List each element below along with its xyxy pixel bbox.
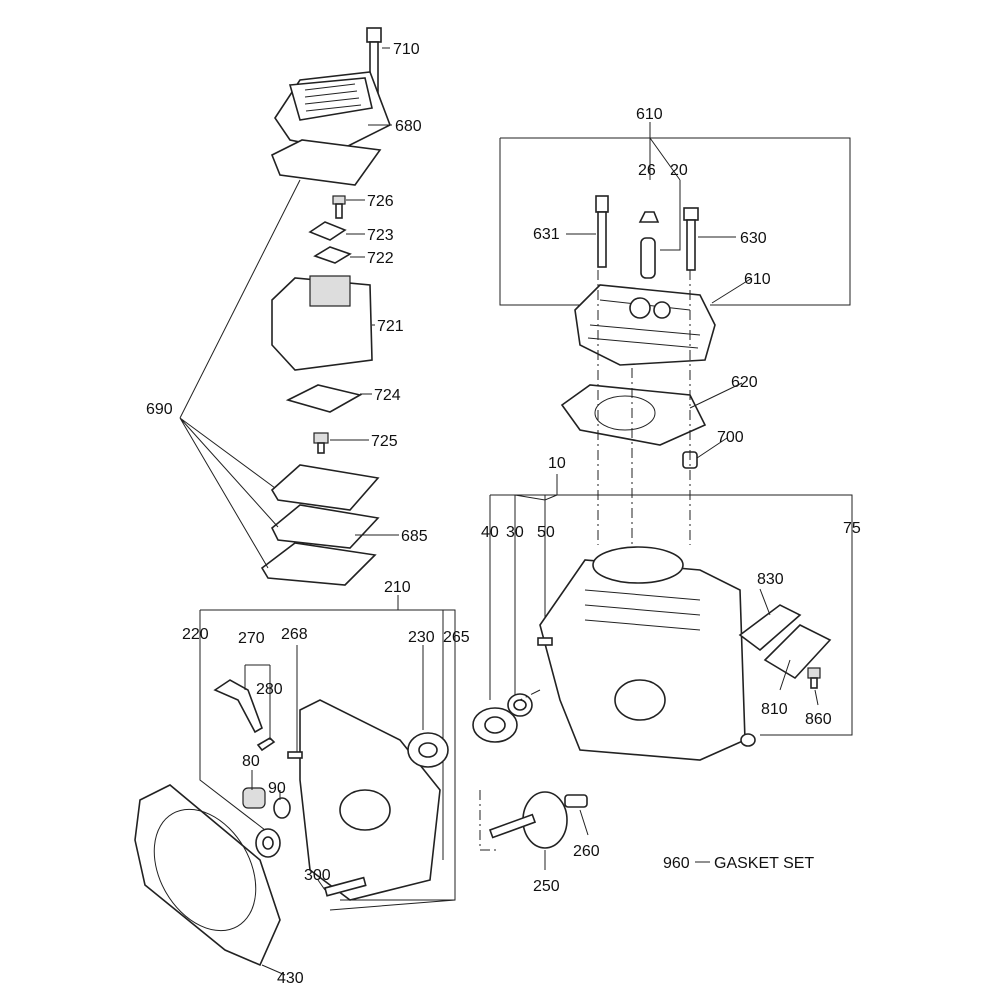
gasket-685b [270,504,380,549]
label-230: 230 [408,629,435,646]
cover-680 [274,71,392,151]
bolt-300 [324,876,367,897]
label-40: 40 [481,524,499,541]
guide-20 [640,237,656,279]
label-10: 10 [548,455,566,472]
plug-80 [242,787,266,809]
label-210: 210 [384,579,411,596]
gasket-cover [270,139,382,186]
label-723: 723 [367,227,394,244]
pin-268 [287,751,303,759]
label-620: 620 [731,374,758,391]
label-gasket-set: GASKET SET [714,855,814,872]
label-20: 20 [670,162,688,179]
pin-50 [537,637,553,646]
gasket-830 [738,604,802,652]
label-724: 724 [374,387,401,404]
label-710: 710 [393,41,420,58]
bearing-40 [472,707,518,743]
bearing-230 [407,732,449,768]
label-860: 860 [805,711,832,728]
plate-724 [285,384,363,413]
label-721: 721 [377,318,404,335]
label-80: 80 [242,753,260,770]
bolt-630 [683,207,699,271]
label-50: 50 [537,524,555,541]
breather-721 [271,275,373,371]
label-830: 830 [757,571,784,588]
label-250: 250 [533,878,560,895]
label-610-top: 610 [636,106,663,123]
label-631: 631 [533,226,560,243]
label-690: 690 [146,401,173,418]
label-30: 30 [506,524,524,541]
screw-725 [313,432,329,454]
gasket-685a [270,464,380,511]
screw-726 [332,195,346,219]
label-75: 75 [843,520,861,537]
washer-90 [273,797,291,819]
plate-723 [308,221,347,241]
bolt-860 [807,667,821,689]
spring-280 [256,736,276,752]
cover-810 [763,624,832,680]
label-260: 260 [573,843,600,860]
seal-30 [507,693,533,717]
gasket-430 [134,784,281,967]
crankcase-cover-265 [299,699,441,901]
label-90: 90 [268,780,286,797]
gasket-620 [560,384,707,446]
label-265: 265 [443,629,470,646]
label-726: 726 [367,193,394,210]
label-685: 685 [401,528,428,545]
label-300: 300 [304,867,331,884]
label-680: 680 [395,118,422,135]
label-268: 268 [281,626,308,643]
label-810: 810 [761,701,788,718]
label-700: 700 [717,429,744,446]
plate-722 [313,246,352,264]
label-430: 430 [277,970,304,987]
bolt-631 [595,195,609,268]
plug-75 [740,733,756,747]
label-220: 220 [182,626,209,643]
label-280: 280 [256,681,283,698]
label-270: 270 [238,630,265,647]
seal-26 [638,211,660,223]
seal-220 [255,828,281,858]
label-960: 960 [663,855,690,872]
label-630: 630 [740,230,767,247]
label-725: 725 [371,433,398,450]
crankcase-10 [539,546,746,761]
part-labels: 710 680 726 723 722 721 724 725 690 685 … [146,41,861,987]
gear-250 [488,791,568,849]
cylinder-head-610 [574,284,716,366]
shaft-260 [564,794,588,808]
label-610: 610 [744,271,771,288]
cap-270 [213,679,263,734]
label-722: 722 [367,250,394,267]
label-26: 26 [638,162,656,179]
gasket-685c [260,542,377,586]
